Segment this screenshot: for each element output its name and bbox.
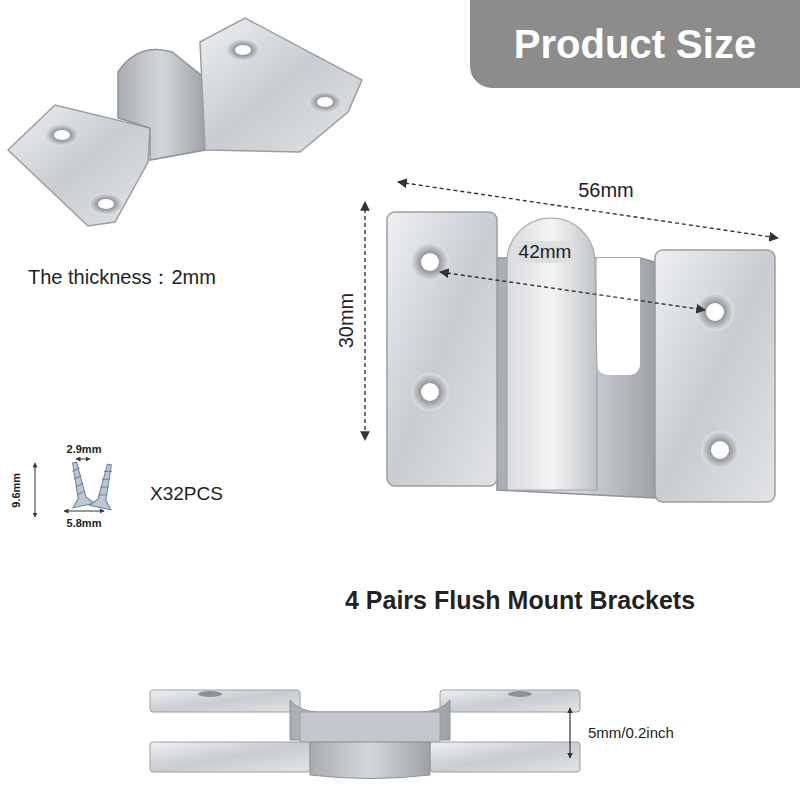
dimension-label: 2.9mm bbox=[67, 443, 102, 456]
label-holder: 2.9mm bbox=[67, 443, 102, 456]
label-holder: The thickness：2mm bbox=[28, 266, 216, 289]
label-holder: 42mm bbox=[516, 241, 575, 263]
label-holder: 56mm bbox=[578, 179, 634, 202]
title-banner: Product Size bbox=[470, 0, 800, 88]
label-holder: 4 Pairs Flush Mount Brackets bbox=[345, 586, 695, 615]
screw-icons bbox=[35, 459, 120, 517]
dimension-label: The thickness：2mm bbox=[28, 266, 216, 289]
dimension-label: 5mm/0.2inch bbox=[588, 724, 674, 741]
label-holder: 5.8mm bbox=[67, 517, 102, 530]
dimension-label: 9.6mm bbox=[10, 473, 23, 508]
dimension-label: 30mm bbox=[335, 292, 358, 348]
side-view-bracket bbox=[150, 690, 580, 779]
front-bracket bbox=[387, 212, 775, 502]
dimension-label: 5.8mm bbox=[67, 517, 102, 530]
dimension-label: 4 Pairs Flush Mount Brackets bbox=[345, 586, 695, 615]
dimension-label: 42mm bbox=[516, 241, 575, 263]
label-holder: X32PCS bbox=[150, 483, 223, 505]
label-holder: 9.6mm bbox=[10, 473, 23, 508]
dimension-label: X32PCS bbox=[150, 483, 223, 505]
perspective-bracket bbox=[8, 18, 362, 226]
dimension-lines bbox=[365, 182, 778, 440]
label-holder: 30mm bbox=[335, 292, 358, 348]
label-holder: 5mm/0.2inch bbox=[588, 724, 674, 741]
dimension-label: 56mm bbox=[578, 179, 634, 202]
banner-text: Product Size bbox=[514, 22, 756, 66]
